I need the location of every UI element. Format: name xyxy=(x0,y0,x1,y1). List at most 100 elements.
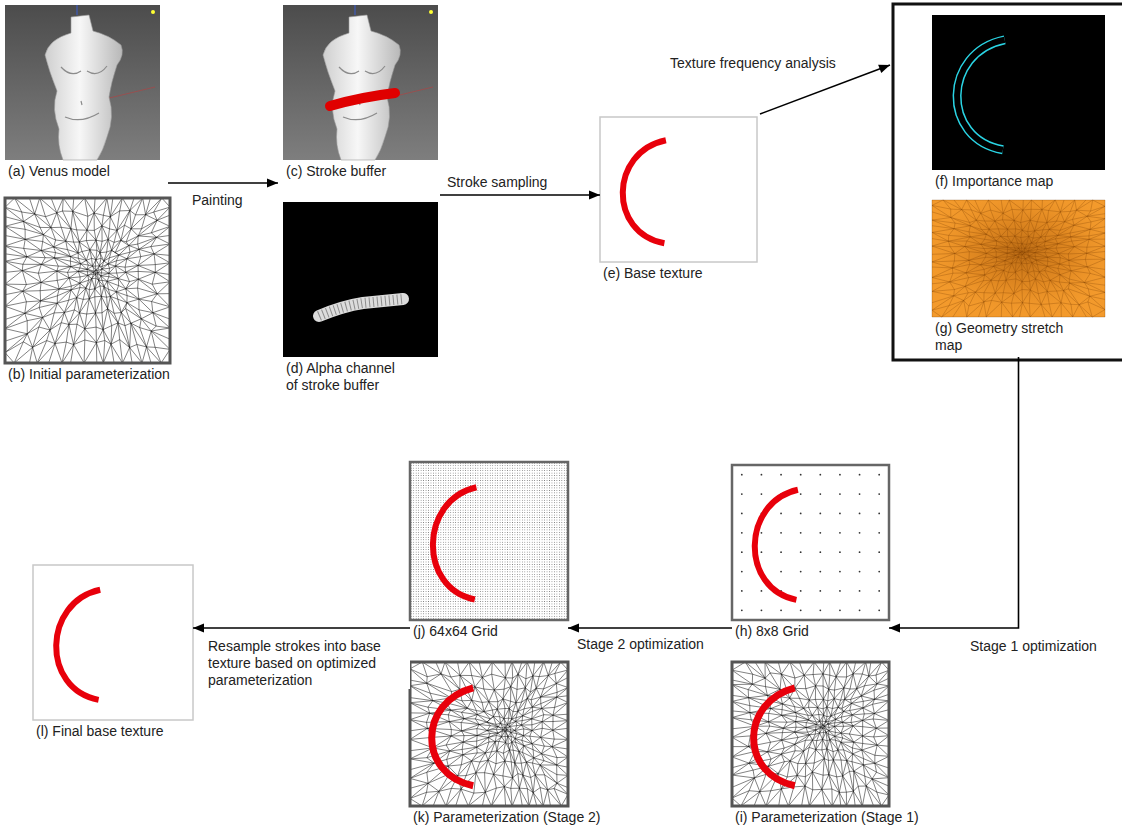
connector-line xyxy=(193,627,410,629)
stroke-c xyxy=(432,688,473,786)
grid-dot xyxy=(761,551,763,553)
alpha-stroke xyxy=(319,299,403,316)
grid-dot xyxy=(761,590,763,592)
panel-background xyxy=(283,202,438,357)
importance-inner xyxy=(957,40,1005,150)
panel-background xyxy=(600,117,757,262)
grid-dot xyxy=(819,493,821,495)
grid-dot xyxy=(878,590,880,592)
mesh-lines xyxy=(732,662,889,806)
panel-area xyxy=(932,200,1105,320)
panel-caption: (k) Parameterization (Stage 2) xyxy=(410,809,635,826)
grid-dot xyxy=(819,474,821,476)
grid-dot xyxy=(839,532,841,534)
group-bracket xyxy=(893,4,1122,360)
panel-caption: (b) Initial parameterization xyxy=(5,366,220,383)
panel-frame xyxy=(410,462,568,620)
grid-dot xyxy=(800,609,802,611)
panel-background xyxy=(33,565,193,720)
grid-dot xyxy=(761,609,763,611)
grid-dot xyxy=(878,609,880,611)
axis-line xyxy=(77,5,78,15)
grid-dot xyxy=(800,590,802,592)
figure-panel: (l) Final base texture xyxy=(33,565,193,740)
grid-dot xyxy=(741,609,743,611)
connector-line xyxy=(440,194,600,196)
torso-shape xyxy=(323,15,400,160)
grid-dot xyxy=(859,571,861,573)
grid-dot xyxy=(741,513,743,515)
grid-dot xyxy=(859,609,861,611)
grid-dot xyxy=(839,551,841,553)
panel-caption: (d) Alpha channel of stroke buffer xyxy=(283,360,408,394)
grid-dot xyxy=(761,474,763,476)
venus-illustration xyxy=(5,5,160,160)
grid-dot xyxy=(878,532,880,534)
panel-caption: (c) Stroke buffer xyxy=(283,163,438,180)
grid-dot xyxy=(800,551,802,553)
connector xyxy=(193,624,410,633)
connector xyxy=(440,191,600,200)
panel-area xyxy=(283,5,438,163)
arrowhead xyxy=(589,191,600,200)
grid-dot xyxy=(839,513,841,515)
grid-dot xyxy=(780,551,782,553)
grid-dot xyxy=(878,513,880,515)
figure-panel: (i) Parameterization (Stage 1) xyxy=(732,662,957,826)
panel-background xyxy=(932,15,1105,170)
grid-dot xyxy=(761,493,763,495)
panel-area xyxy=(932,15,1105,173)
grid-dot xyxy=(878,571,880,573)
grid-dot xyxy=(819,571,821,573)
alpha-texture xyxy=(319,299,403,316)
panel-frame xyxy=(732,662,889,806)
panel-area xyxy=(5,5,160,163)
light-marker xyxy=(429,10,433,14)
grid-dot xyxy=(878,551,880,553)
venus-illustration xyxy=(283,5,438,160)
panel-area xyxy=(410,462,568,623)
grid-dot xyxy=(741,532,743,534)
connector xyxy=(568,624,732,633)
grid-dot xyxy=(819,609,821,611)
panel-caption: (j) 64x64 Grid xyxy=(410,623,568,640)
panel-caption: (h) 8x8 Grid xyxy=(732,623,889,640)
grid-dot xyxy=(839,474,841,476)
grid-dot xyxy=(859,493,861,495)
figure-panel: (k) Parameterization (Stage 2) xyxy=(410,662,635,826)
panel-caption: (i) Parameterization (Stage 1) xyxy=(732,809,957,826)
connector-line xyxy=(889,357,1019,628)
connector xyxy=(889,357,1019,633)
grid-dot xyxy=(839,590,841,592)
panel-caption: (g) Geometry stretch map xyxy=(932,320,1082,354)
panel-background xyxy=(5,198,170,363)
grid-dot xyxy=(780,571,782,573)
grid-dot xyxy=(839,493,841,495)
figure-panel: (g) Geometry stretch map xyxy=(932,200,1105,354)
grid-dot xyxy=(780,532,782,534)
edge-label: Resample strokes into base texture based… xyxy=(206,638,410,689)
grid-dot xyxy=(800,493,802,495)
painted-stroke xyxy=(330,93,395,106)
grid-dot xyxy=(819,532,821,534)
panel-area xyxy=(283,202,438,360)
grid-dot xyxy=(839,609,841,611)
arrowhead xyxy=(267,179,278,188)
connector-line xyxy=(568,627,732,629)
alpha-illustration xyxy=(283,202,438,357)
edge-label: Stage 1 optimization xyxy=(968,638,1099,655)
arrowhead xyxy=(193,624,204,633)
grid-dot xyxy=(859,513,861,515)
stretch-shade xyxy=(932,200,1105,317)
arrowhead xyxy=(568,624,579,633)
stroke-c xyxy=(56,590,100,700)
panel-background xyxy=(410,662,568,806)
grid-dot xyxy=(839,571,841,573)
grid-dot xyxy=(761,532,763,534)
panel-frame xyxy=(600,117,757,262)
grid-dot xyxy=(859,590,861,592)
arrowhead xyxy=(878,65,890,73)
torso-shape xyxy=(45,15,122,160)
grid-dot xyxy=(741,474,743,476)
